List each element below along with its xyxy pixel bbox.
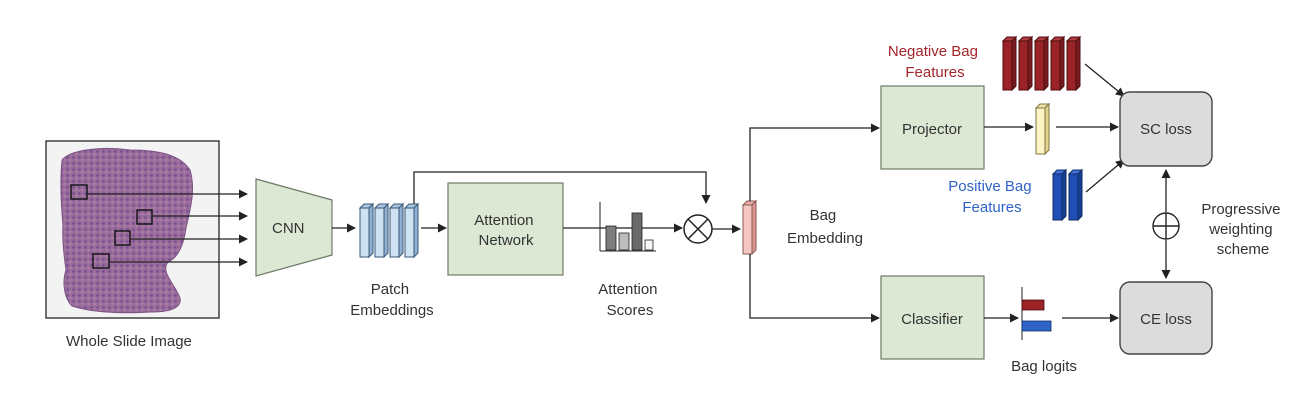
attention-scores-label-line2: Scores: [607, 302, 654, 319]
sc-loss-label: SC loss: [1140, 121, 1192, 138]
attention-network-label: Attention Network: [474, 212, 537, 249]
progressive-weighting-label-line1: Progressive: [1201, 201, 1280, 218]
patch-embedding-1: [358, 202, 375, 259]
patch-box-3: [114, 230, 131, 246]
bag-logit-negative: [1021, 299, 1045, 311]
projector-label: Projector: [902, 121, 962, 138]
classifier-box: [880, 275, 985, 360]
patch-embeddings-label-line2: Embeddings: [350, 302, 433, 319]
bag-logits-label: Bag logits: [1011, 358, 1077, 375]
attention-bar-4: [644, 239, 654, 251]
patch-embedding-4: [403, 202, 420, 259]
cnn-label: CNN: [272, 220, 305, 237]
ce-loss-label: CE loss: [1140, 311, 1192, 328]
patch-embedding-3: [388, 202, 405, 259]
positive-bag-features-label-line1: Positive Bag: [948, 178, 1031, 195]
bag-embedding-label: Bag Embedding: [787, 207, 863, 247]
attention-bar-1: [605, 225, 617, 251]
attention-network-label-line2: Network: [478, 232, 534, 249]
patch-embedding-2: [373, 202, 390, 259]
patch-embeddings-label: Patch Embeddings: [350, 281, 433, 319]
positive-bag-features-label-line2: Features: [962, 199, 1021, 216]
sc-loss-box: [1119, 91, 1213, 167]
bag-logits-chart: [1021, 287, 1052, 340]
negative-bag-features-label-line2: Features: [905, 64, 964, 81]
patch-box-4: [92, 253, 110, 269]
circled-times-icon: [683, 214, 713, 244]
attention-network-box: [447, 182, 564, 276]
patch-embeddings-label-line1: Patch: [371, 281, 409, 298]
bag-embedding-label-line1: Bag: [810, 207, 837, 224]
attention-network-label-line1: Attention: [474, 212, 533, 229]
negative-bag-features: [1001, 35, 1082, 92]
attention-scores-label-line1: Attention: [598, 281, 657, 298]
patch-embeddings: [358, 202, 420, 259]
bag-embedding-label-line2: Embedding: [787, 230, 863, 247]
attention-scores-label: Attention Scores: [598, 281, 661, 319]
negative-bag-features-label: Negative Bag Features: [888, 43, 982, 81]
progressive-weighting-label-line2: weighting: [1208, 221, 1272, 238]
attention-bar-2: [618, 232, 630, 251]
positive-bag-features: [1051, 168, 1084, 222]
progressive-weighting-label-line3: scheme: [1217, 241, 1270, 258]
cnn-block: [255, 178, 333, 277]
patch-box-1: [70, 184, 88, 200]
projector-box: [880, 85, 985, 170]
whole-slide-image: [45, 140, 220, 319]
bag-embedding-vector: [741, 199, 758, 256]
attention-scores-bars: [599, 202, 656, 252]
negative-bag-features-label-line1: Negative Bag: [888, 43, 978, 60]
wsi-label: Whole Slide Image: [66, 333, 192, 350]
ce-loss-box: [1119, 281, 1213, 355]
progressive-weighting-label: Progressive weighting scheme: [1201, 201, 1284, 258]
circled-plus-icon: [1152, 212, 1180, 240]
classifier-label: Classifier: [901, 311, 963, 328]
projected-bag-feature: [1034, 102, 1051, 156]
positive-bag-features-label: Positive Bag Features: [948, 178, 1036, 216]
attention-bar-3: [631, 212, 643, 251]
bag-logit-positive: [1021, 320, 1052, 332]
patch-box-2: [136, 209, 153, 225]
